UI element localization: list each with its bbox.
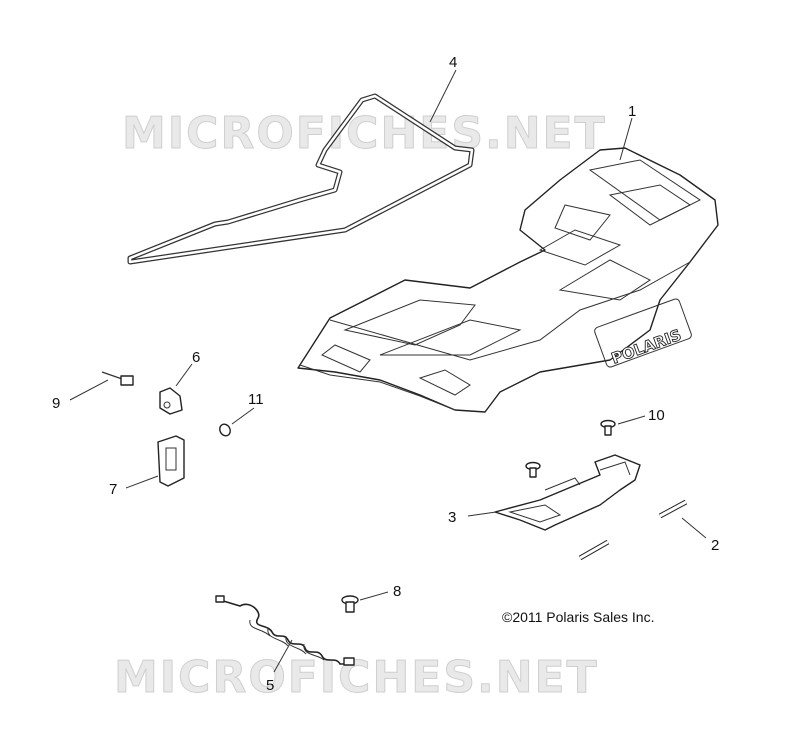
part-7-latch [157,435,185,487]
callout-9: 9 [52,395,60,412]
part-3-bracket [494,454,641,531]
part-8-rivet [341,595,359,613]
callout-11: 11 [248,391,264,408]
callout-8: 8 [393,583,401,600]
callout-6: 6 [192,349,200,366]
copyright-notice: ©2011 Polaris Sales Inc. [502,609,654,625]
callout-7: 7 [109,481,117,498]
part-9-clip [101,371,134,386]
part-11-nut [219,423,231,437]
watermark-top: MICROFICHES.NET [122,108,607,159]
part-2-pins [578,499,688,561]
part-4-seal [127,93,475,265]
callout-10: 10 [648,407,665,424]
callout-4: 4 [449,54,457,71]
polaris-badge [594,298,692,368]
part-1-front-cover: POLARIS [297,147,719,413]
watermark-bottom: MICROFICHES.NET [114,652,599,703]
leader-lines [69,69,707,673]
callout-2: 2 [711,537,719,554]
callout-5: 5 [266,677,274,694]
callout-3: 3 [448,509,456,526]
callout-1: 1 [628,103,636,120]
part-5-spring-cable [215,595,355,666]
part-6-clip [159,387,183,415]
part-10-rivets [525,419,616,478]
